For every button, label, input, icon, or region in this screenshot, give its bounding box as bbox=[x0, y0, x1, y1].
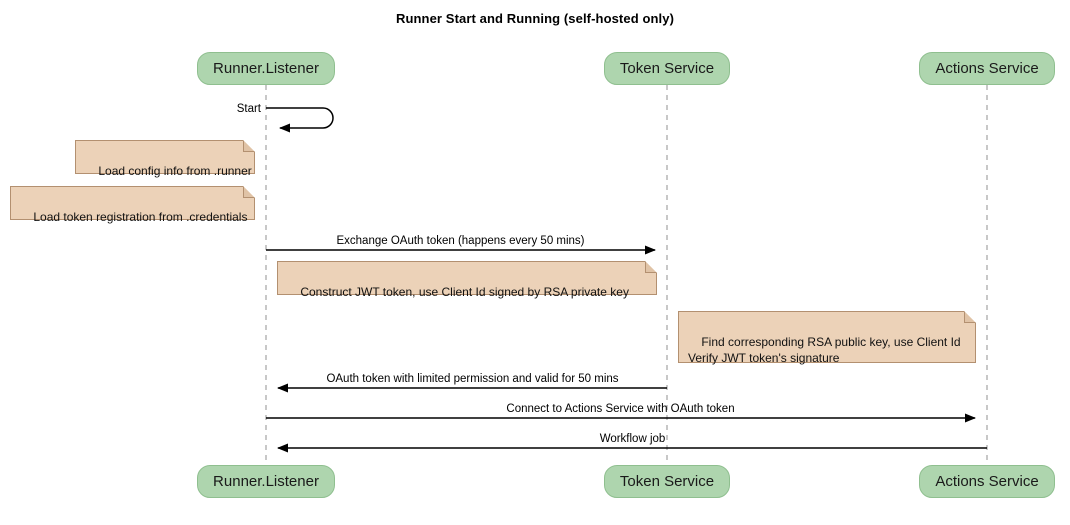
note-construct-jwt-text: Construct JWT token, use Client Id signe… bbox=[300, 285, 629, 299]
note-load-config-text: Load config info from .runner bbox=[98, 164, 252, 178]
note-load-config: Load config info from .runner bbox=[75, 140, 255, 178]
participant-actions-service-bottom[interactable]: Actions Service bbox=[919, 465, 1055, 498]
message-label-oauth-token-reply: OAuth token with limited permission and … bbox=[326, 373, 619, 385]
message-label-connect-actions-service: Connect to Actions Service with OAuth to… bbox=[506, 403, 735, 415]
message-label-start: Start bbox=[236, 103, 261, 115]
note-load-token-registration: Load token registration from .credential… bbox=[10, 186, 255, 224]
note-verify-jwt: Find corresponding RSA public key, use C… bbox=[678, 311, 976, 365]
participant-actions-service-top[interactable]: Actions Service bbox=[919, 52, 1055, 85]
participant-token-service-bottom[interactable]: Token Service bbox=[604, 465, 730, 498]
message-start bbox=[266, 107, 334, 133]
note-verify-jwt-text: Find corresponding RSA public key, use C… bbox=[688, 335, 961, 365]
lifelines bbox=[265, 85, 988, 465]
page-title: Runner Start and Running (self-hosted on… bbox=[395, 11, 675, 26]
message-label-workflow-job: Workflow job bbox=[599, 433, 666, 445]
participant-runner-listener-top[interactable]: Runner.Listener bbox=[197, 52, 335, 85]
participant-token-service-top[interactable]: Token Service bbox=[604, 52, 730, 85]
message-label-exchange-oauth-token: Exchange OAuth token (happens every 50 m… bbox=[336, 235, 585, 247]
note-construct-jwt: Construct JWT token, use Client Id signe… bbox=[277, 261, 657, 299]
participant-runner-listener-bottom[interactable]: Runner.Listener bbox=[197, 465, 335, 498]
note-load-token-registration-text: Load token registration from .credential… bbox=[33, 210, 248, 224]
